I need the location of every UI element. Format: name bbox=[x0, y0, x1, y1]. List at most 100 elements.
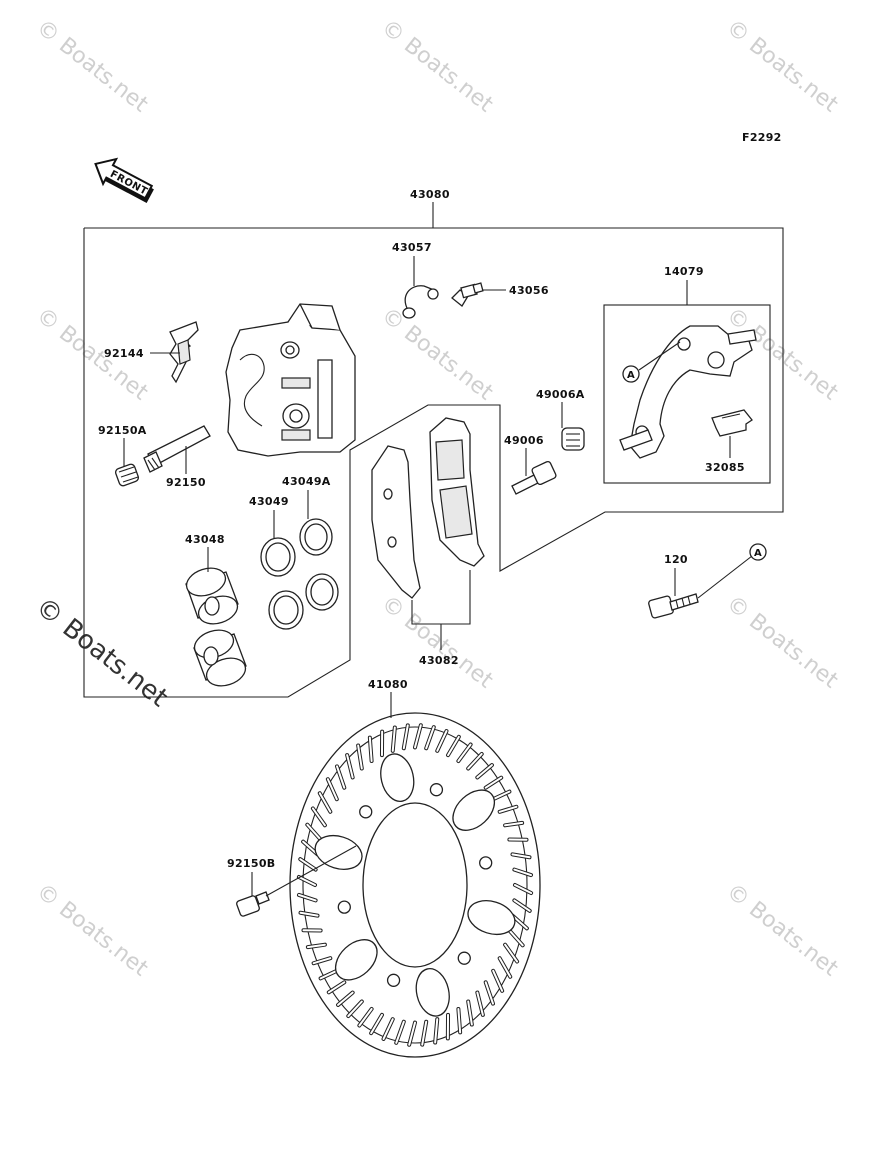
disc-bolt-hole bbox=[337, 900, 351, 914]
brake-disc-41080 bbox=[289, 712, 541, 1058]
label-43049: 43049 bbox=[249, 495, 289, 508]
label-49006: 49006 bbox=[504, 434, 544, 447]
disc-slot bbox=[306, 943, 326, 949]
watermark: © Boats.net bbox=[376, 15, 497, 118]
label-43082: 43082 bbox=[419, 654, 459, 667]
front-arrow-icon: FRONT bbox=[94, 157, 154, 203]
disc-slot bbox=[299, 858, 317, 871]
figure-code: F2292 bbox=[742, 131, 782, 144]
disc-slot bbox=[476, 991, 484, 1016]
disc-slot bbox=[318, 792, 332, 813]
disc-slot bbox=[467, 1000, 473, 1026]
disc-slot bbox=[414, 724, 422, 749]
disc-window bbox=[380, 753, 415, 802]
watermark: © Boats.net bbox=[31, 15, 152, 118]
disc-bolt-hole bbox=[429, 783, 444, 797]
disc-slot bbox=[408, 1021, 416, 1046]
disc-slot bbox=[299, 911, 319, 917]
disc-slot bbox=[347, 1000, 363, 1018]
disc-slot bbox=[447, 735, 460, 757]
disc-windows bbox=[314, 753, 516, 1017]
disc-slot bbox=[425, 726, 435, 750]
disc-slot bbox=[434, 1018, 439, 1044]
disc-slot bbox=[436, 730, 448, 752]
disc-slot bbox=[513, 868, 533, 877]
label-92144: 92144 bbox=[104, 347, 144, 360]
label-43057: 43057 bbox=[392, 241, 432, 254]
disc-window bbox=[334, 939, 378, 981]
label-32085: 32085 bbox=[705, 461, 745, 474]
watermark: © Boats.net bbox=[721, 879, 842, 982]
disc-slot bbox=[514, 884, 533, 894]
watermark: © Boats.net bbox=[376, 303, 497, 406]
disc-slot bbox=[382, 1018, 394, 1040]
leader-92150B bbox=[265, 845, 357, 897]
disc-window bbox=[452, 789, 496, 831]
watermark: © Boats.net bbox=[721, 15, 842, 118]
disc-slot bbox=[311, 807, 326, 827]
bleeder-valve-43056 bbox=[451, 282, 484, 307]
disc-slot bbox=[326, 778, 338, 801]
disc-slot bbox=[391, 726, 396, 752]
disc-slot bbox=[484, 776, 503, 789]
disc-slot bbox=[346, 754, 354, 779]
ref-a-marker-bracket: A bbox=[622, 365, 640, 383]
label-43080: 43080 bbox=[410, 188, 450, 201]
disc-slot bbox=[327, 981, 346, 994]
bolt-120 bbox=[648, 593, 699, 619]
disc-slot bbox=[492, 969, 504, 992]
watermark: © Boats.net bbox=[721, 591, 842, 694]
disc-slot bbox=[319, 969, 338, 980]
disc-bolt-92150B bbox=[236, 891, 270, 917]
disc-slot bbox=[306, 823, 322, 841]
disc-slot bbox=[368, 736, 373, 763]
disc-slot bbox=[395, 1020, 405, 1044]
label-43048: 43048 bbox=[185, 533, 225, 546]
disc-bolt-hole bbox=[386, 973, 401, 987]
disc-slots bbox=[296, 723, 534, 1047]
disc-slot bbox=[336, 765, 346, 789]
disc-slot bbox=[337, 991, 354, 1006]
disc-slot bbox=[513, 899, 531, 912]
boot-49006A bbox=[561, 427, 585, 451]
watermark-main: © Boats.net bbox=[30, 592, 173, 713]
disc-bolt-hole bbox=[457, 951, 471, 965]
disc-slot bbox=[457, 743, 472, 763]
ref-a-label: A bbox=[627, 370, 635, 381]
disc-bolt-hole bbox=[359, 805, 373, 819]
disc-slot bbox=[421, 1020, 428, 1046]
assembly-outline bbox=[83, 227, 784, 698]
label-49006A: 49006A bbox=[536, 388, 585, 401]
disc-slot bbox=[297, 893, 317, 902]
label-92150: 92150 bbox=[166, 476, 206, 489]
disc-slot bbox=[476, 764, 493, 779]
watermark: © Boats.net bbox=[31, 879, 152, 982]
label-43049A: 43049A bbox=[282, 475, 331, 488]
leader-ref-a-bolt bbox=[697, 555, 753, 599]
disc-slot bbox=[498, 805, 518, 813]
label-43056: 43056 bbox=[509, 284, 549, 297]
disc-slot bbox=[504, 943, 519, 963]
bleeder-cap-43057 bbox=[402, 285, 439, 319]
label-92150A: 92150A bbox=[98, 424, 147, 437]
disc-bolt-hole bbox=[479, 856, 493, 870]
disc-window bbox=[314, 834, 363, 870]
disc-slot bbox=[511, 853, 531, 859]
cap-92150A bbox=[115, 463, 139, 487]
disc-slot bbox=[358, 1007, 373, 1027]
spring-32085 bbox=[711, 409, 753, 437]
disc-slot bbox=[312, 957, 332, 965]
disc-slot bbox=[370, 1013, 383, 1035]
disc-slot bbox=[357, 744, 363, 770]
disc-slot bbox=[508, 929, 524, 947]
disc-slot bbox=[484, 981, 494, 1005]
piston-43048 bbox=[185, 567, 247, 687]
ref-a-label: A bbox=[754, 548, 762, 559]
ref-a-marker-bolt: A bbox=[749, 543, 767, 561]
pad-set-43082 bbox=[371, 417, 485, 599]
pin-bolt-92150 bbox=[143, 425, 211, 473]
disc-slot bbox=[467, 752, 483, 770]
bracket-14079 bbox=[619, 325, 757, 459]
disc-slot bbox=[297, 876, 316, 886]
